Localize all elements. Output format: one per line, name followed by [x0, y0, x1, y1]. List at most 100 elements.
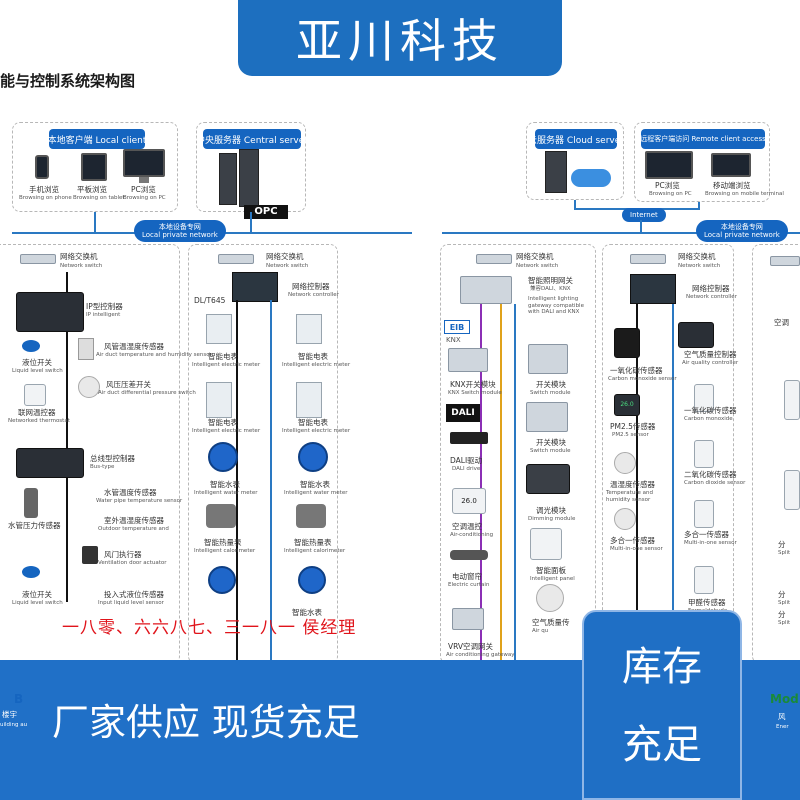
air-bus-a [636, 304, 638, 664]
left-column-bus [66, 272, 68, 602]
co-right-label: 一氧化碳传感器 [684, 406, 737, 415]
central-server-header: 中央服务器 Central server [196, 129, 308, 149]
valve-actuator-label-en: Ventilation door actuator [98, 560, 167, 566]
curtain-label: 电动窗帘 [452, 572, 482, 581]
liquid-switch-icon-2 [22, 566, 40, 578]
remote-pc-icon [645, 151, 693, 179]
far-right-split-a: 分 [778, 540, 786, 549]
cloud-server-icon [545, 151, 567, 193]
knx-module-label: KNX开关模块 [450, 380, 496, 389]
lighting-gateway-device [460, 276, 512, 304]
tablet-label-en: Browsing on tablet [73, 195, 125, 201]
bottom-left-brand: B [14, 692, 24, 706]
co-sensor-icon [614, 328, 640, 358]
multi-sensor-label-en: Multi-in-one sensor [610, 546, 663, 552]
cloud-icon [571, 169, 611, 187]
air-quality-sensor-icon [536, 584, 564, 612]
air-controller-label-en: Network controller [686, 294, 737, 300]
switch-device-far-right [770, 256, 800, 266]
switch-module-label-1: 开关模块 [536, 380, 566, 389]
far-right-column-box [752, 244, 800, 664]
air-quality-controller-icon [678, 322, 714, 348]
input-liquid-label: 投入式液位传感器 [104, 590, 164, 599]
protocol-label: DL/T645 [194, 296, 226, 305]
far-right-unit-1 [784, 380, 800, 420]
phone-icon [35, 155, 49, 179]
diff-pressure-label-en: Air duct differential pressure switch [98, 390, 196, 396]
server-drop [250, 212, 252, 232]
electric-meter-1 [206, 314, 232, 344]
stock-badge: 库存 充足 [582, 610, 742, 800]
ac-thermostat-display: 26.0 [461, 497, 477, 505]
gateway-label-en: Intelligent lighting gateway compatible … [528, 296, 584, 316]
co2-label-en: Carbon dioxide sensor [684, 480, 746, 486]
temp-hum-label-en: Temperature and humidity sensor [606, 490, 653, 503]
switch-module-icon-2 [526, 402, 568, 432]
opc-logo: OPC [244, 205, 288, 219]
electric-meter-label-2: 智能电表 [298, 352, 328, 361]
meters-bus-a [236, 300, 238, 664]
far-right-label-c: 分 [778, 610, 786, 619]
local-network-left-en: Local private network [142, 231, 218, 240]
pm25-label: PM2.5传感器 [610, 422, 656, 431]
cloud-server-header: 云服务器 Cloud server [528, 129, 624, 149]
remote-pc-label-en: Browsing on PC [649, 191, 692, 197]
server-rack-icon [219, 153, 237, 205]
water-meter-label-1-en: Intelligent water meter [194, 490, 258, 496]
smart-panel-label-en: Intelligent panel [530, 576, 575, 582]
pipe-pressure-label: 水管压力传感器 [8, 521, 61, 530]
remote-pc-label: PC浏览 [655, 181, 680, 190]
air-network-controller-device [630, 274, 676, 304]
co-right-label-en: Carbon monoxide [684, 416, 733, 422]
air-quality-short-label-en: Air qu [532, 628, 549, 634]
phone-label: 手机浏览 [29, 185, 59, 194]
water-pipe-temp-label-en: Water pipe temperature sensor [96, 498, 183, 504]
bus-controller-label: 总线型控制器 [90, 454, 135, 463]
electric-meter-label-2-en: Intelligent electric meter [282, 362, 351, 368]
footer-slogan: 厂家供应 现货充足 [52, 701, 360, 744]
dimming-module-icon [526, 464, 570, 494]
switch-left-label: 网络交换机 [60, 252, 98, 261]
switch-module-label-2: 开关模块 [536, 438, 566, 447]
duct-temp-label-en: Air duct temperature and humidity sensor [96, 352, 212, 358]
bottom-right-line2: Ener [776, 724, 789, 730]
liquid-level-label-2-en: Liquid level switch [12, 600, 63, 606]
electric-meter-4 [296, 382, 322, 418]
far-right-split-b: 分 [778, 590, 786, 599]
gateway-label: 智能照明网关 [528, 276, 573, 285]
switch-module-label-1-en: Switch module [530, 390, 571, 396]
remote-mobile-label-en: Browsing on mobile terminal [705, 191, 784, 197]
liquid-level-label-2: 液位开关 [22, 590, 52, 599]
ac-thermostat-icon: 26.0 [452, 488, 486, 514]
dali-logo-text: DALI [451, 408, 475, 418]
water-meter-label-2: 智能水表 [300, 480, 330, 489]
air-controller-label: 网络控制器 [692, 284, 730, 293]
dali-drive-label: DALI驱动 [450, 456, 483, 465]
pm25-label-en: PM2.5 sensor [612, 432, 649, 438]
duct-temp-label: 风管温湿度传感器 [104, 342, 164, 351]
remote-client-box: 远程客户端访问 Remote client access PC浏览 Browsi… [634, 122, 784, 202]
electric-meter-3 [206, 382, 232, 418]
bottom-left-line2: uilding au [0, 722, 28, 728]
far-right-split-b-en: Split [778, 600, 791, 606]
remote-mobile-label: 移动端浏览 [713, 181, 751, 190]
pc-monitor-icon [123, 149, 165, 177]
calorimeter-icon-2 [296, 504, 326, 528]
switch-device-meters [218, 254, 254, 264]
ip-controller-device [16, 292, 84, 332]
ac-control-label-en: Air-conditioning [450, 532, 494, 538]
formaldehyde-label: 甲醛传感器 [688, 598, 726, 607]
electric-meter-label-3-en: Intelligent electric meter [192, 428, 261, 434]
switch-module-label-2-en: Switch module [530, 448, 571, 454]
switch-air-label-en: Network switch [678, 263, 721, 269]
electric-meter-label-1: 智能电表 [208, 352, 238, 361]
water-pipe-temp-label: 水管温度传感器 [104, 488, 157, 497]
lighting-bus-a [480, 304, 482, 664]
lighting-bus-c [514, 304, 516, 664]
co2-label: 二氧化碳传感器 [684, 470, 737, 479]
electric-meter-label-3: 智能电表 [208, 418, 238, 427]
knx-module-icon [448, 348, 488, 372]
water-meter-icon-4 [298, 566, 326, 594]
smart-panel-label: 智能面板 [536, 566, 566, 575]
bus-controller-label-en: Bus-type [90, 464, 115, 470]
